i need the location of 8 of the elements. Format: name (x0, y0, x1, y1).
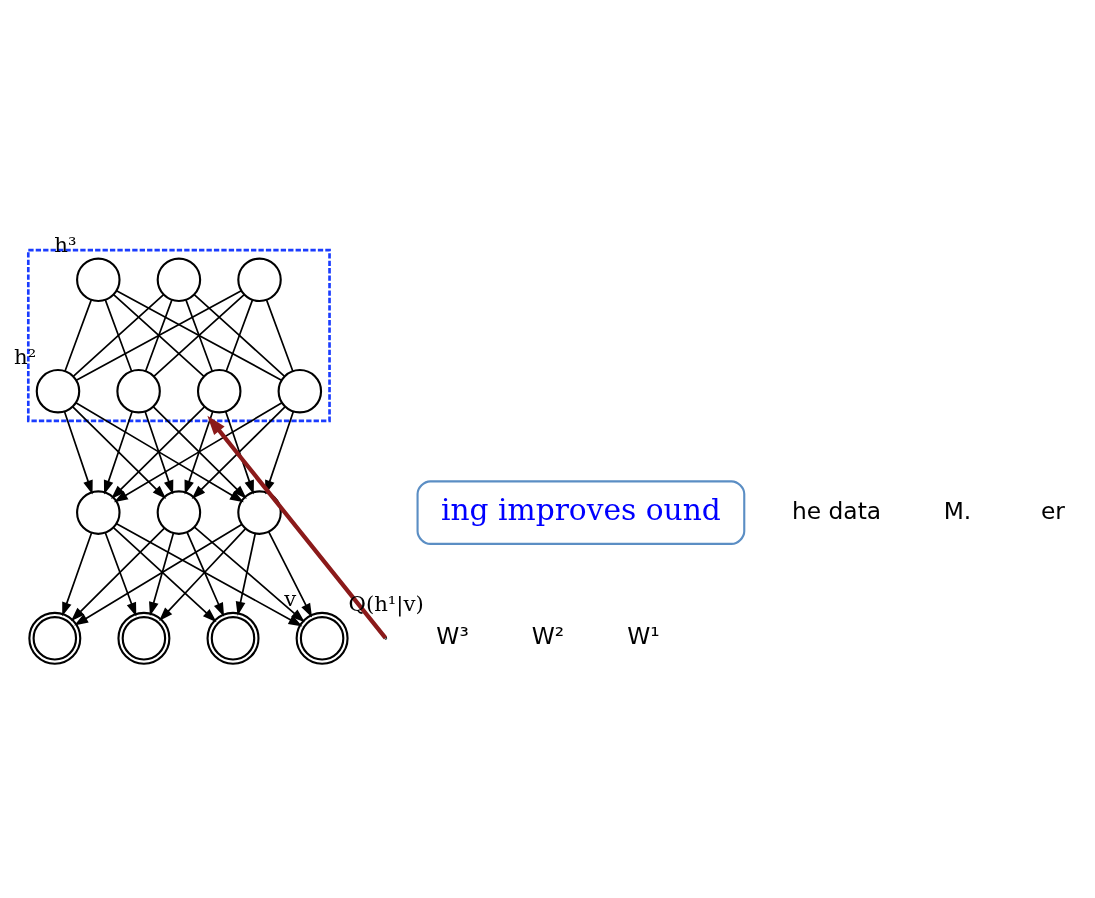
label: er (1040, 496, 1065, 525)
label: W¹ (627, 621, 660, 650)
node-label: h² (14, 343, 37, 369)
node-label: v (284, 585, 297, 611)
label: W³ (436, 621, 469, 650)
label: W² (531, 621, 565, 650)
label: M. (943, 496, 972, 525)
label: he data (791, 496, 882, 525)
